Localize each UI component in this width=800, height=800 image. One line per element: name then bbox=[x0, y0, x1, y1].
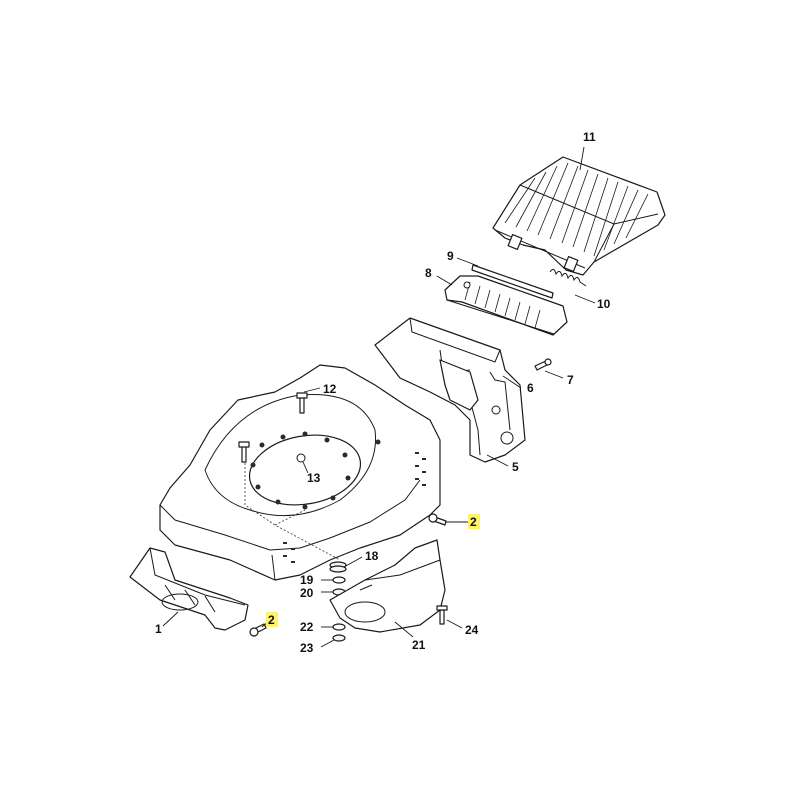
part-18-spring-washer bbox=[329, 561, 347, 573]
part-22-washer bbox=[332, 623, 346, 631]
leader-lines bbox=[162, 146, 596, 648]
part-7-bolt bbox=[534, 358, 552, 371]
callout-10: 10 bbox=[597, 297, 611, 311]
part-11-cover bbox=[492, 156, 666, 276]
part-6-flap bbox=[439, 359, 479, 411]
callout-12: 12 bbox=[323, 382, 337, 396]
callout-2-highlight-front bbox=[266, 612, 278, 627]
callout-19: 19 bbox=[300, 573, 314, 587]
callout-20: 20 bbox=[300, 586, 314, 600]
part-21-deflector bbox=[329, 539, 446, 633]
callout-6: 6 bbox=[527, 381, 534, 395]
callout-21: 21 bbox=[412, 638, 426, 652]
part-23-nut bbox=[332, 634, 346, 642]
callout-2-highlight-side bbox=[468, 514, 480, 529]
callout-24: 24 bbox=[465, 623, 479, 637]
callout-13: 13 bbox=[307, 471, 321, 485]
part-1-deck bbox=[129, 364, 441, 631]
callout-22: 22 bbox=[300, 620, 314, 634]
callout-2-side: 2 bbox=[470, 515, 477, 529]
part-2-bolt-side bbox=[428, 513, 447, 526]
part-12-bolt-secondary bbox=[238, 441, 250, 463]
callout-7: 7 bbox=[567, 373, 574, 387]
part-19-washer bbox=[332, 576, 346, 584]
callout-8: 8 bbox=[425, 266, 432, 280]
callout-23: 23 bbox=[300, 641, 314, 655]
callout-2-front: 2 bbox=[268, 613, 275, 627]
callout-5: 5 bbox=[512, 460, 519, 474]
callout-1: 1 bbox=[155, 622, 162, 636]
part-9-rod bbox=[471, 264, 554, 299]
callout-18: 18 bbox=[365, 549, 379, 563]
callout-labels: 11 9 8 10 7 6 12 13 5 2 18 19 20 22 23 2… bbox=[155, 130, 611, 655]
callout-11: 11 bbox=[583, 130, 596, 144]
part-8-hinge bbox=[444, 275, 568, 336]
part-12-bolt bbox=[296, 392, 308, 414]
part-24-screw bbox=[436, 605, 448, 625]
part-10-spring bbox=[549, 268, 587, 287]
callout-9: 9 bbox=[447, 249, 454, 263]
